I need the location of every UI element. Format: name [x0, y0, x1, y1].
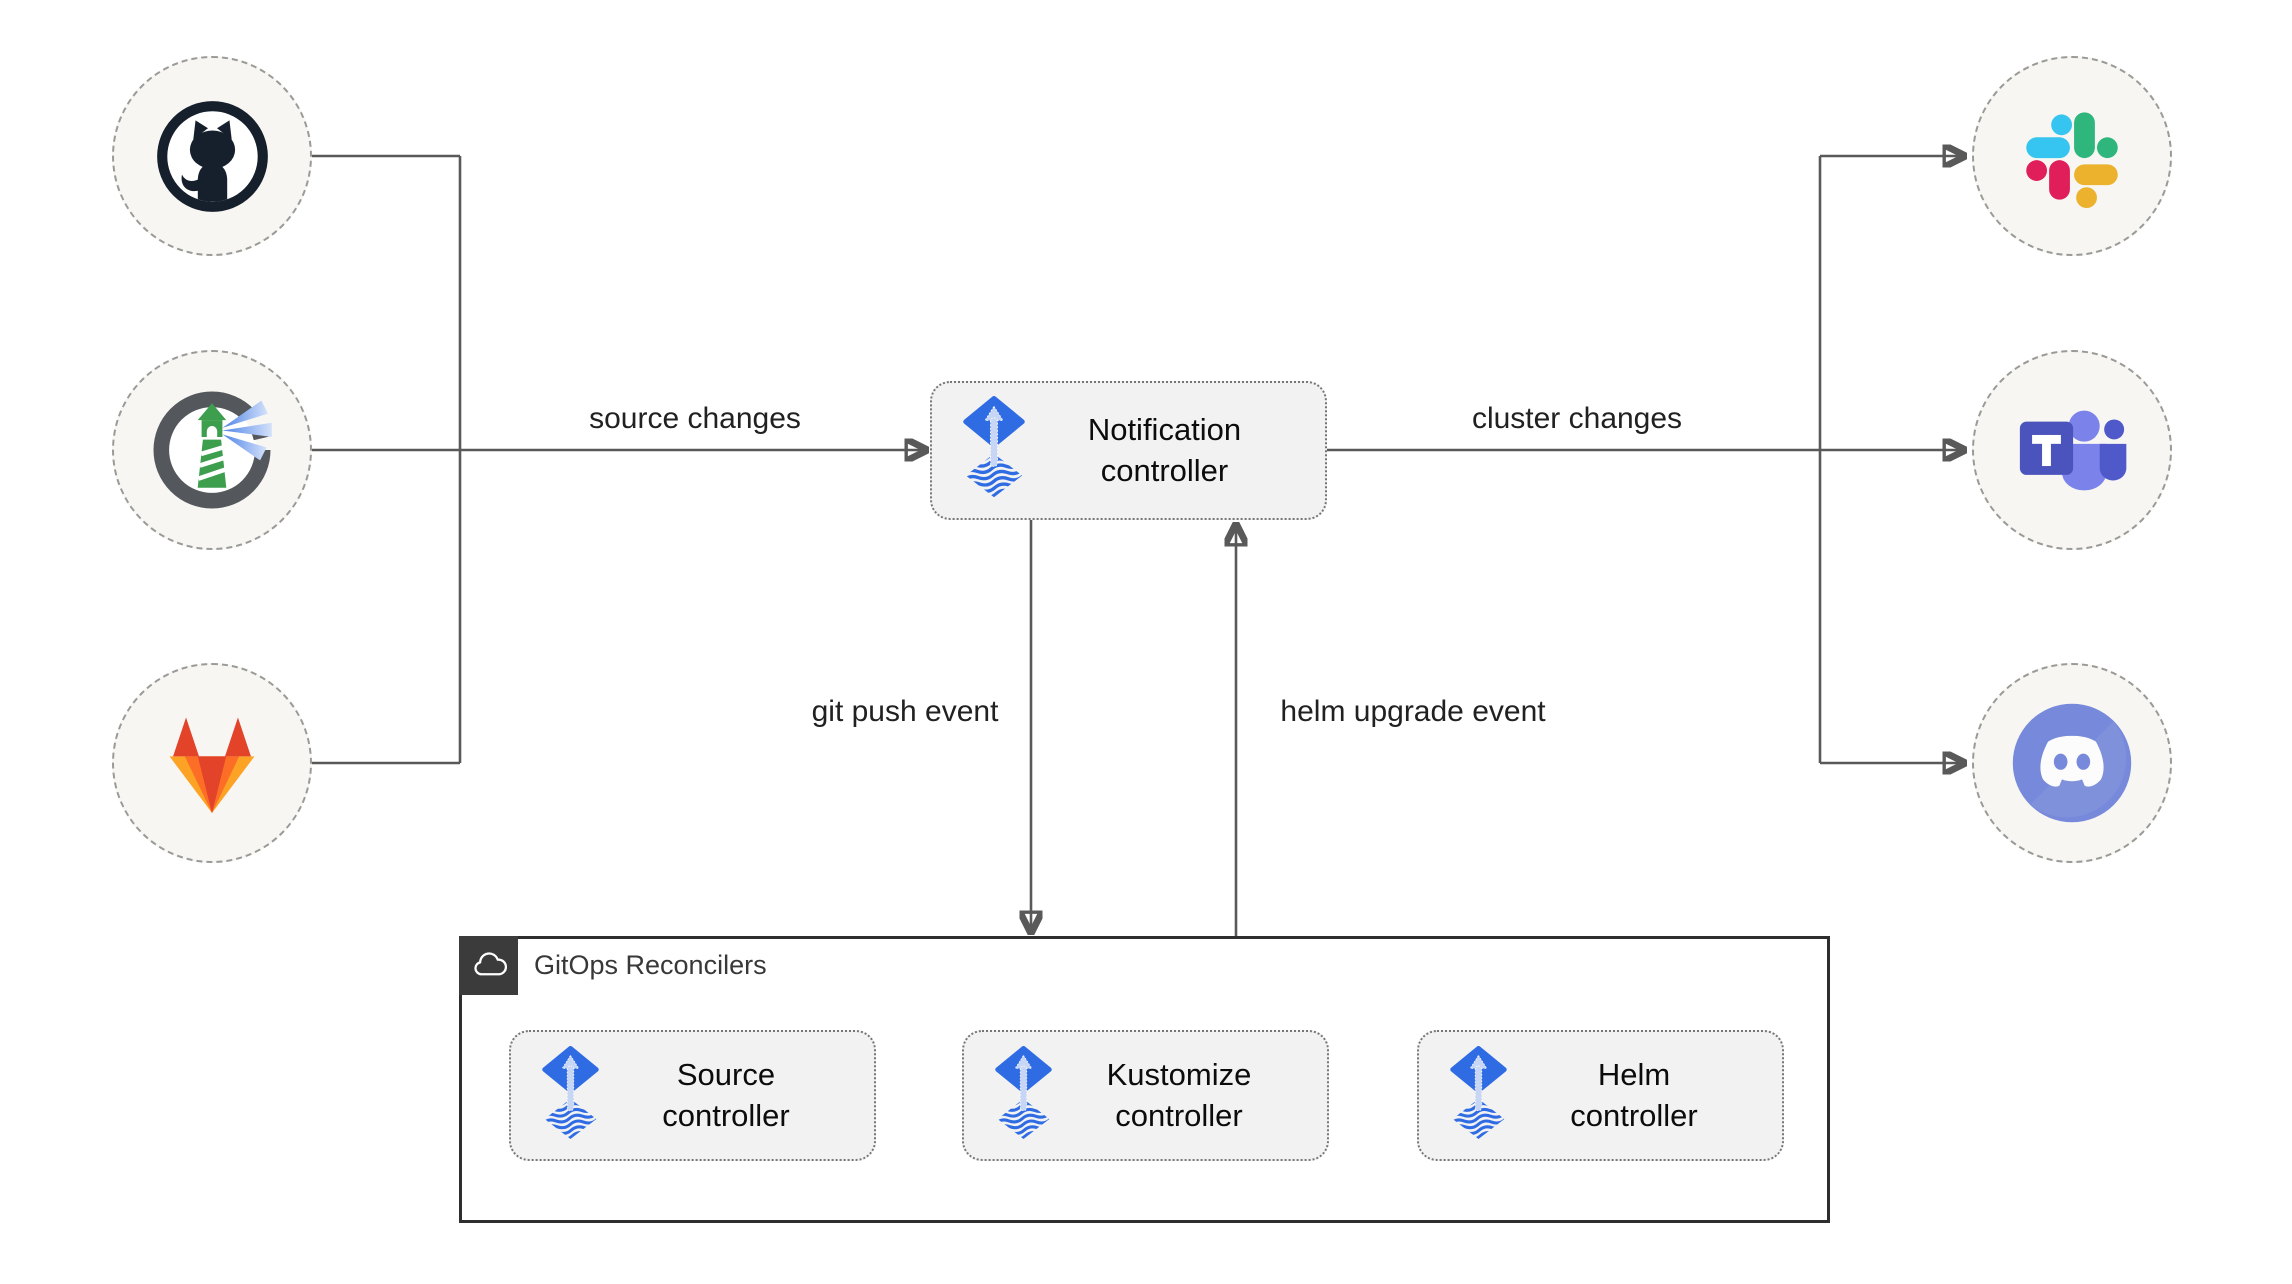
- gitlab-icon: [153, 709, 271, 818]
- flux-icon: [1449, 1046, 1508, 1146]
- flux-icon: [994, 1046, 1053, 1146]
- node-discord: [1972, 663, 2172, 863]
- node-microsoft-teams: [1972, 350, 2172, 550]
- harbor-icon: [147, 385, 277, 515]
- node-gitlab: [112, 663, 312, 863]
- edge-label-helm-upgrade-event: helm upgrade event: [1274, 695, 1552, 729]
- node-slack: [1972, 56, 2172, 256]
- source-controller-box: Source controller: [509, 1030, 876, 1161]
- kustomize-controller-box: Kustomize controller: [962, 1030, 1329, 1161]
- edge-label-cluster-changes: cluster changes: [1465, 402, 1689, 436]
- cloud-icon: [471, 948, 507, 984]
- node-github: [112, 56, 312, 256]
- microsoft-teams-icon: [2011, 395, 2133, 506]
- notification-controller-label: Notification controller: [1087, 411, 1242, 488]
- container-badge: [459, 936, 518, 995]
- kustomize-controller-label: Kustomize controller: [1106, 1056, 1252, 1133]
- discord-icon: [2009, 700, 2135, 826]
- github-icon: [156, 100, 269, 213]
- node-harbor: [112, 350, 312, 550]
- helm-controller-box: Helm controller: [1417, 1030, 1784, 1161]
- slack-icon: [2020, 104, 2124, 208]
- container-title: GitOps Reconcilers: [534, 950, 767, 980]
- source-controller-label: Source controller: [662, 1056, 790, 1133]
- helm-controller-label: Helm controller: [1570, 1056, 1698, 1133]
- edge-label-git-push-event: git push event: [805, 695, 1005, 729]
- flux-icon: [962, 396, 1026, 505]
- edge-label-source-changes: source changes: [583, 402, 807, 436]
- notification-controller-box: Notification controller: [930, 381, 1327, 520]
- flux-icon: [541, 1046, 600, 1146]
